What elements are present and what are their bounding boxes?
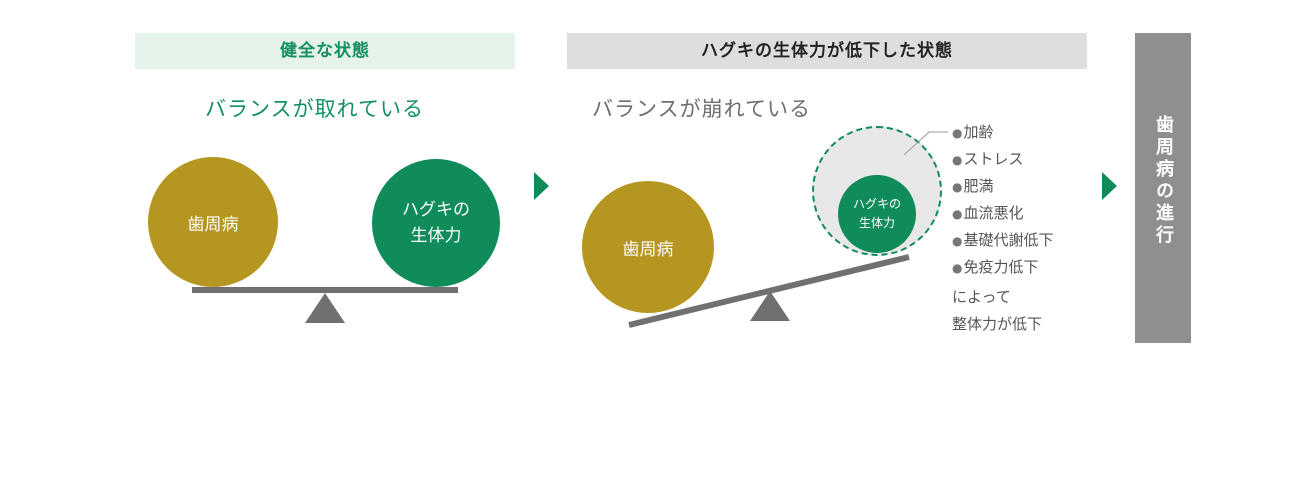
gum-vitality-label: ハグキの 生体力 — [402, 200, 470, 246]
factor-item: ●ストレス — [952, 150, 1024, 168]
periodontal-disease-label-2: 歯周病 — [622, 239, 674, 260]
bullet-icon: ● — [952, 261, 963, 275]
bullet-icon: ● — [952, 126, 963, 140]
gum-vitality-label-small: ハグキの 生体力 — [852, 197, 901, 230]
arrow-right-icon — [1102, 172, 1117, 200]
factor-item: ●基礎代謝低下 — [952, 231, 1054, 249]
healthy-state-header: 健全な状態 — [135, 33, 515, 69]
periodontal-progression-box: 歯周病の進行 — [1135, 33, 1191, 343]
weakened-state-header: ハグキの生体力が低下した状態 — [567, 33, 1087, 69]
unbalanced-subtitle: バランスが崩れている — [592, 97, 811, 121]
periodontal-disease-ball: 歯周病 — [148, 157, 278, 287]
bullet-icon: ● — [952, 180, 963, 194]
factor-result-text: によって 整体力が低下 — [952, 288, 1043, 333]
balance-fulcrum — [305, 293, 345, 323]
factor-item: ●血流悪化 — [952, 204, 1024, 222]
callout-leader — [903, 131, 948, 156]
balance-fulcrum-tilted — [750, 291, 790, 321]
gum-vitality-ball: ハグキの 生体力 — [372, 159, 500, 287]
gum-vitality-ball-small: ハグキの 生体力 — [838, 175, 916, 253]
factor-item: ●免疫力低下 — [952, 258, 1039, 276]
progression-label: 歯周病の進行 — [1153, 115, 1174, 247]
healthy-balance-subtitle: バランスが取れている — [205, 97, 424, 121]
factor-item: ●肥満 — [952, 177, 994, 195]
periodontal-disease-label: 歯周病 — [187, 214, 239, 235]
bullet-icon: ● — [952, 153, 963, 167]
factor-item: ●加齢 — [952, 123, 994, 141]
bullet-icon: ● — [952, 207, 963, 221]
decline-factors-list: ●加齢 ●ストレス ●肥満 ●血流悪化 ●基礎代謝低下 ●免疫力低下 — [952, 121, 1054, 283]
bullet-icon: ● — [952, 234, 963, 248]
arrow-right-icon — [534, 172, 549, 200]
balance-beam-level — [192, 287, 458, 293]
periodontal-disease-ball-heavy: 歯周病 — [582, 181, 714, 313]
